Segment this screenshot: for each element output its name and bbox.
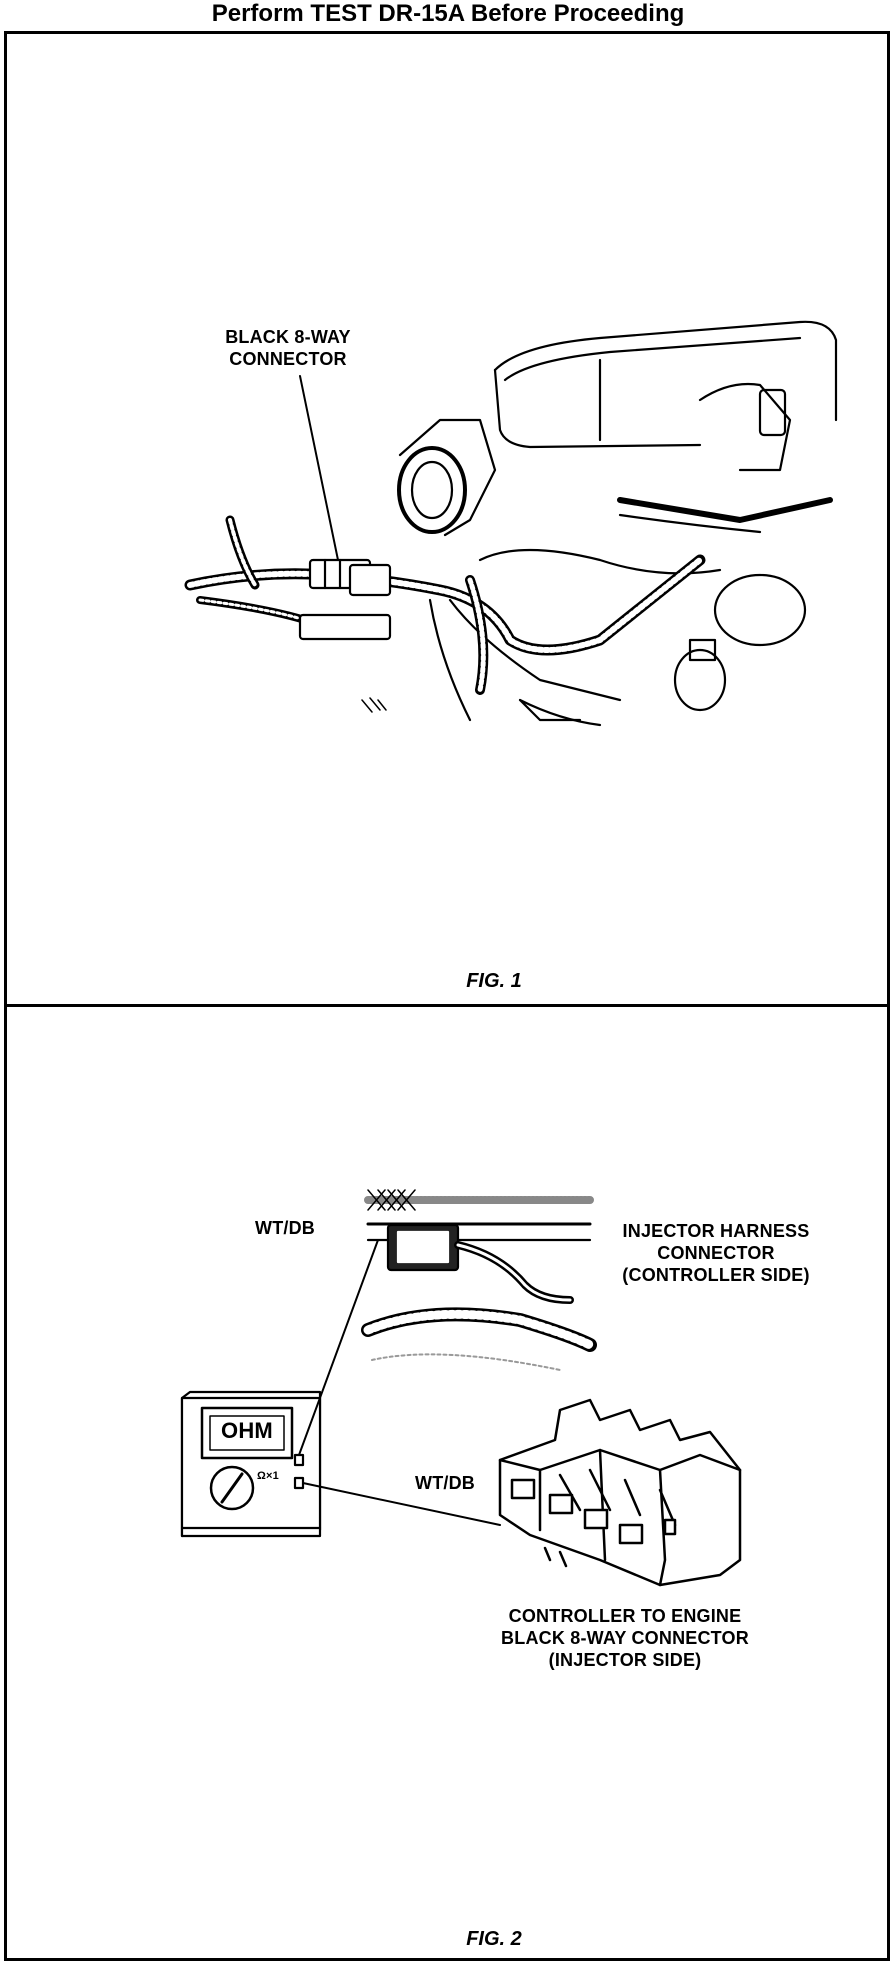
wire-label-bottom: WT/DB: [415, 1473, 475, 1493]
meter-display: OHM: [221, 1418, 273, 1443]
figure-1-caption: FIG. 1: [466, 970, 522, 992]
page-title: Perform TEST DR-15A Before Proceeding: [211, 0, 685, 27]
connector-callout-label: BLACK 8-WAY CONNECTOR: [225, 327, 351, 369]
engine-connector-label: CONTROLLER TO ENGINE BLACK 8-WAY CONNECT…: [501, 1606, 749, 1670]
meter-range-label: Ω×1: [257, 1470, 279, 1482]
figure-divider: [4, 1004, 890, 1007]
wire-label-top: WT/DB: [255, 1218, 315, 1238]
harness-connector-label: INJECTOR HARNESS CONNECTOR (CONTROLLER S…: [622, 1221, 810, 1285]
figure-frame: [4, 31, 890, 1961]
figure-2-caption: FIG. 2: [466, 1928, 522, 1950]
